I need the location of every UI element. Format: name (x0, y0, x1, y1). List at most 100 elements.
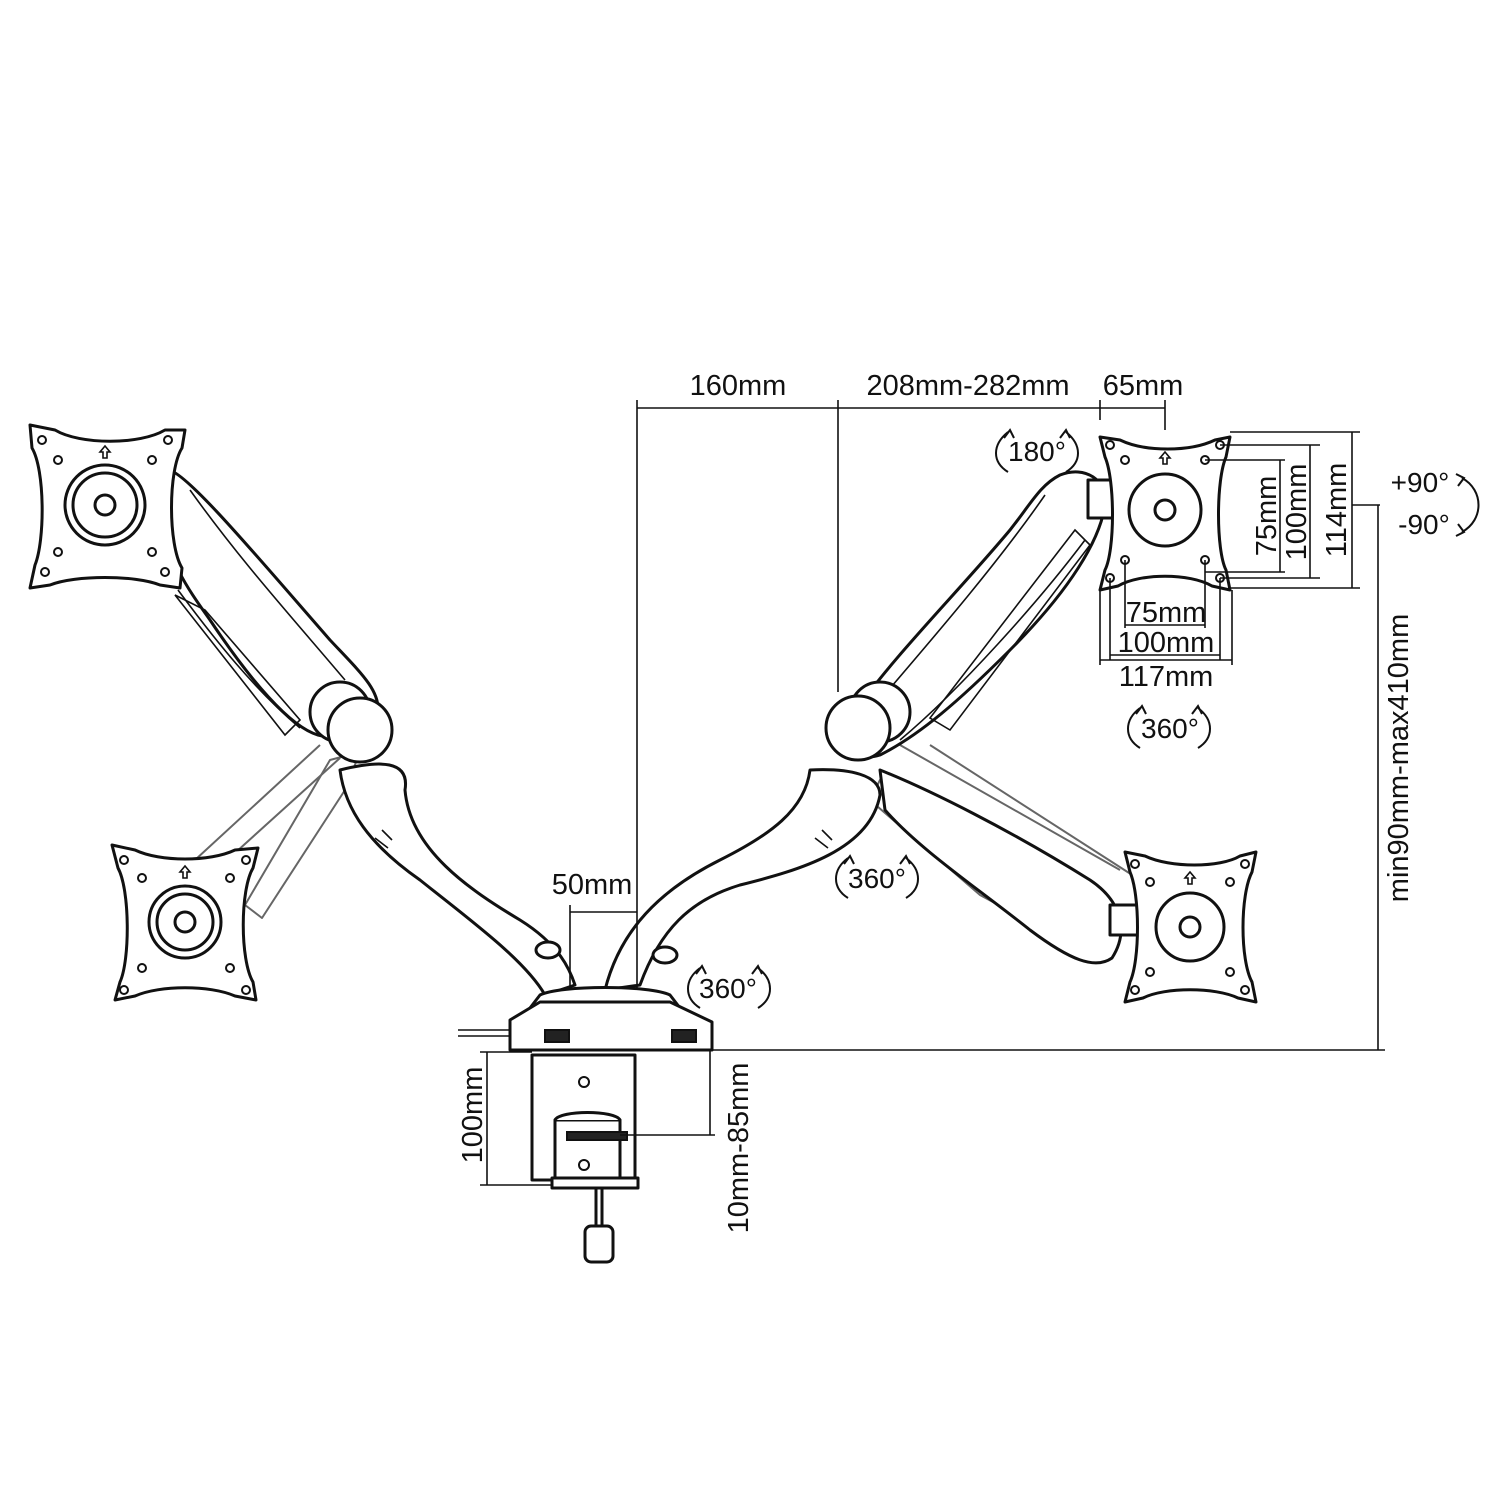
left-bottom-hole (137, 873, 147, 883)
rotation-badge-360-elbow: 360° (835, 854, 919, 899)
left-bottom-hole (225, 963, 235, 973)
up-arrow-icon (1183, 870, 1197, 885)
clamp-bracket (553, 1111, 622, 1122)
left-top-hole (147, 547, 157, 557)
right-gas-spring (928, 528, 1092, 732)
right-lower-arm (603, 768, 882, 992)
rotation-arrow-icon (687, 964, 771, 1009)
right-top-hole (1105, 440, 1115, 450)
left-lower-arm-slot (374, 829, 393, 849)
clamp-pressure-plate (566, 1131, 628, 1141)
left-top-vesa-plate (28, 423, 187, 590)
plate-width-label: 117mm (1119, 661, 1214, 693)
right-arm-lower-position (878, 768, 1123, 965)
arm-offset-label: 160mm (690, 370, 787, 402)
rotation-arrow-icon (1127, 704, 1211, 749)
left-top-hole (147, 455, 157, 465)
plate-offset-label: 65mm (1103, 370, 1184, 402)
vesa-outer-width-label: 100mm (1118, 627, 1215, 659)
left-top-hole (163, 435, 173, 445)
left-gas-spring (174, 594, 302, 737)
rotation-badge-360-base: 360° (687, 964, 771, 1009)
left-bottom-hole (225, 873, 235, 883)
left-lower-arm (338, 762, 577, 997)
tilt-arrow-icon (1455, 473, 1480, 537)
right-top-vesa-plate (1098, 435, 1232, 592)
right-top-plate-center (1153, 498, 1177, 522)
dimension-labels: 160mm 208mm-282mm 65mm 50mm 75mm 100mm 1… (457, 370, 1415, 1233)
left-top-hole (160, 567, 170, 577)
right-bottom-hole (1225, 967, 1235, 977)
left-bottom-plate-center (173, 910, 197, 934)
right-bottom-hole (1225, 877, 1235, 887)
up-arrow-icon (1158, 450, 1172, 465)
rotation-arrow-icon (995, 428, 1079, 473)
left-bottom-hole (137, 963, 147, 973)
clamp-knob (583, 1224, 615, 1264)
right-bottom-hole (1130, 985, 1140, 995)
right-arm (603, 470, 1141, 992)
left-top-hole (53, 547, 63, 557)
right-bottom-hole (1130, 859, 1140, 869)
pole-width-label: 50mm (552, 869, 633, 901)
right-lower-arm-slot (814, 829, 833, 849)
tilt-down-label: -90° (1398, 509, 1450, 540)
left-upper-arm-edge (177, 489, 346, 729)
left-top-hole (37, 435, 47, 445)
right-arm-ghost-spring (899, 744, 1141, 881)
up-arrow-icon (178, 864, 192, 879)
plate-height-label: 114mm (1321, 463, 1353, 558)
right-upper-arm (846, 470, 1107, 759)
left-bottom-hole (119, 855, 129, 865)
cable (458, 1029, 510, 1037)
arm-reach-label: 208mm-282mm (866, 370, 1069, 402)
left-bottom-vesa-plate (110, 843, 260, 1002)
left-lower-arm-hole (534, 940, 562, 960)
elbow-rotate-label: 360° (848, 863, 906, 894)
usb-port-right (671, 1029, 697, 1043)
right-elbow-knuckle (824, 694, 892, 762)
right-bottom-hole (1145, 877, 1155, 887)
tilt-badge: +90° -90° (1391, 467, 1480, 540)
right-bottom-hole (1145, 967, 1155, 977)
vesa-inner-height-label: 75mm (1251, 476, 1283, 557)
left-arm (163, 468, 577, 997)
vesa-inner-width-label: 75mm (1126, 597, 1207, 629)
left-bottom-hole (119, 985, 129, 995)
rotation-badge-180: 180° (995, 428, 1079, 473)
left-top-plate-center (93, 493, 117, 517)
dimension-lines (480, 400, 1385, 1186)
right-bottom-plate-center (1178, 915, 1202, 939)
clamp-bottom-bar (550, 1176, 640, 1190)
left-arm-ghost-link (194, 744, 341, 863)
right-bottom-vesa-plate (1123, 850, 1258, 1004)
clamp-hole-bottom (578, 1159, 590, 1171)
clamp-screw (594, 1186, 604, 1228)
right-top-hole (1120, 455, 1130, 465)
clamp-hole-top (578, 1076, 590, 1088)
left-top-hole (40, 567, 50, 577)
left-top-hole (53, 455, 63, 465)
desk-thickness-label: 10mm-85mm (723, 1063, 755, 1234)
right-upper-arm-edge (879, 494, 1086, 741)
right-bottom-hole (1240, 985, 1250, 995)
height-range-label: min90mm-max410mm (1383, 614, 1415, 902)
base-rotate-label: 360° (699, 973, 757, 1004)
left-elbow-knuckle (326, 696, 394, 764)
right-bottom-hole (1240, 859, 1250, 869)
plate-rotate-label: 360° (1141, 713, 1199, 744)
rotation-arrow-icon (835, 854, 919, 899)
clamp-depth-label: 100mm (457, 1067, 489, 1164)
usb-port-left (544, 1029, 570, 1043)
vesa-outer-height-label: 100mm (1281, 464, 1313, 561)
left-bottom-hole (241, 985, 251, 995)
tilt-up-label: +90° (1391, 467, 1450, 498)
left-bottom-hole (241, 855, 251, 865)
rotation-badge-360-plate: 360° (1127, 704, 1211, 749)
plate-swivel-label: 180° (1008, 436, 1066, 467)
right-lower-arm-hole (651, 945, 679, 965)
right-lower-tilt-block (1108, 903, 1140, 937)
desk-base (458, 986, 714, 1264)
